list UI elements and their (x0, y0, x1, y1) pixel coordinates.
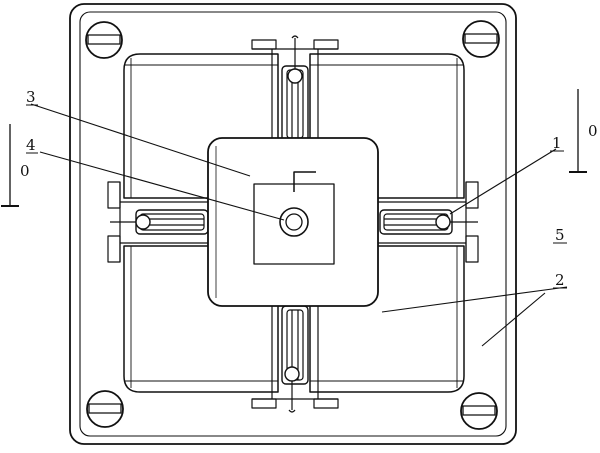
base-plate (69, 3, 517, 445)
leader-lines (30, 103, 568, 347)
cushion-block-bottom-left (123, 245, 279, 393)
cushion-block-top-right (309, 53, 465, 199)
spring-assembly-left (107, 181, 209, 263)
label-part-2: 2 (555, 271, 565, 289)
corner-screw-bottom-right (460, 392, 498, 430)
label-section-left: 0 (20, 162, 30, 180)
label-section-right: 0 (588, 122, 598, 140)
cushion-block-bottom-right (309, 245, 465, 393)
label-part-3: 3 (26, 88, 36, 106)
label-underlines (26, 104, 567, 289)
center-shaft (279, 207, 309, 237)
label-part-5: 5 (555, 226, 565, 244)
section-marker-left (1, 124, 19, 207)
label-part-4: 4 (26, 136, 36, 154)
corner-screw-bottom-left (86, 390, 124, 428)
section-marker-right (569, 89, 587, 173)
corner-screw-top-right (462, 20, 500, 58)
spring-assembly-top (251, 35, 339, 143)
spring-assembly-right (378, 181, 479, 263)
spring-assembly-bottom (251, 305, 339, 413)
label-part-1: 1 (552, 134, 562, 152)
corner-screw-top-left (85, 21, 123, 59)
